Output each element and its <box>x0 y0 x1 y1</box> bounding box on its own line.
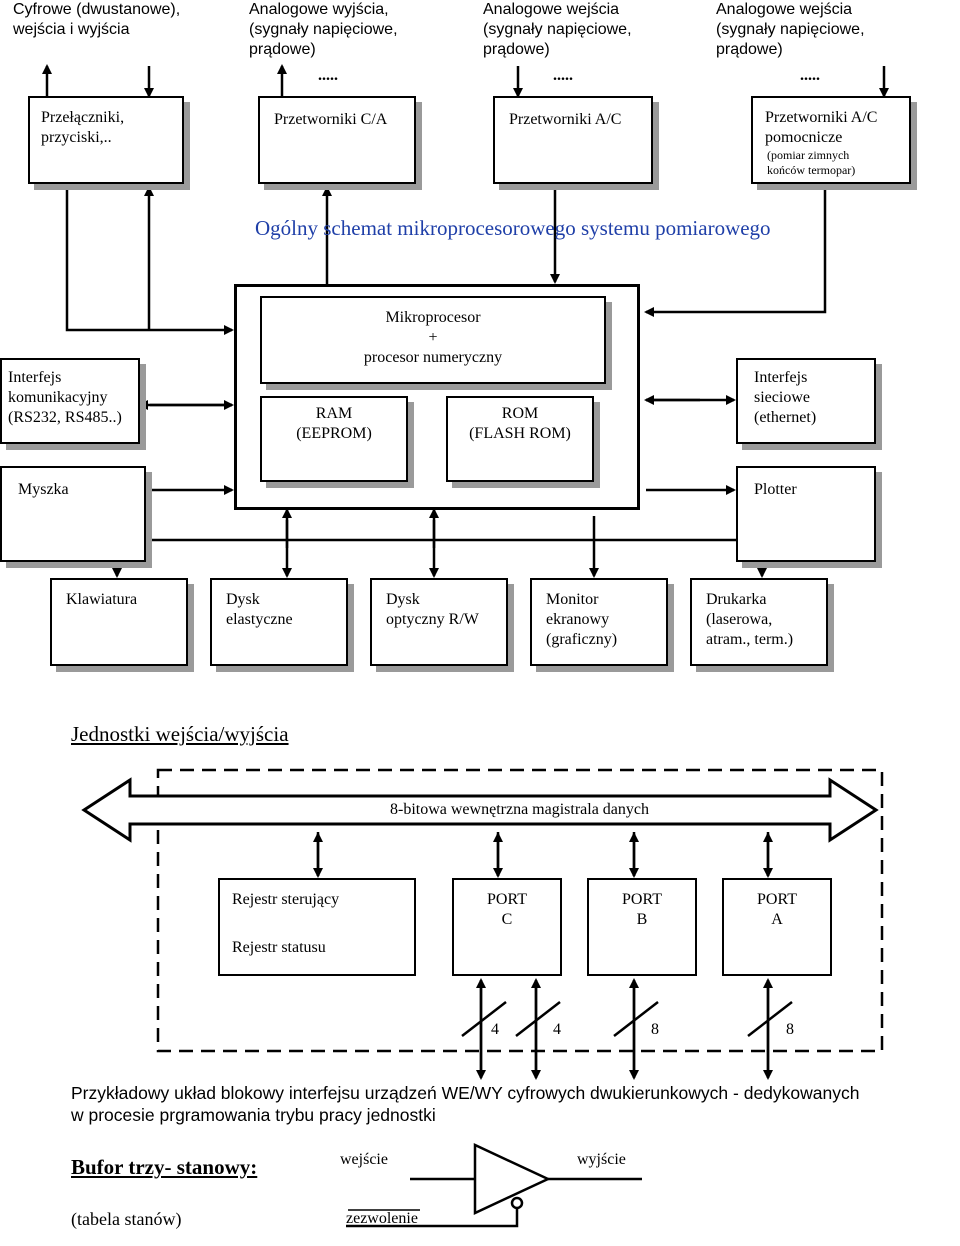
buffer-input-label: wejście <box>340 1151 388 1168</box>
bit-width-port-c-2: 4 <box>553 1021 561 1038</box>
dots-1: ..... <box>318 67 338 84</box>
bit-width-port-c-1: 4 <box>491 1021 499 1038</box>
io-heading: Jednostki wejścia/wyjścia <box>71 722 289 746</box>
buffer-enable-line <box>346 1208 519 1228</box>
keyboard-label: Klawiatura <box>66 591 138 608</box>
buffer-enable-bubble <box>510 1196 524 1210</box>
label-analog-in-1: Analogowe wejścia(sygnały napięciowe,prą… <box>483 1 632 58</box>
bit-width-port-b: 8 <box>651 1021 659 1038</box>
control-register-label: Rejestr sterujący <box>232 891 340 908</box>
buffer-triangle <box>473 1143 551 1215</box>
dots-2: ..... <box>553 67 573 84</box>
io-caption: Przykładowy układ blokowy interfejsu urz… <box>71 1083 860 1125</box>
status-register-label: Rejestr statusu <box>232 939 326 956</box>
bit-width-port-a: 8 <box>786 1021 794 1038</box>
dac-box: Przetworniki C/A <box>258 96 416 184</box>
adc-box: Przetworniki A/C <box>493 96 653 184</box>
cpu-label: Mikroprocesor+procesor numeryczny <box>363 309 503 366</box>
bus-label: 8-bitowa wewnętrzna magistrala danych <box>390 801 650 818</box>
buffer-note: (tabela stanów) <box>71 1209 182 1229</box>
mouse-box: Myszka <box>0 466 146 562</box>
rom-box: ROM(FLASH ROM) <box>446 396 594 482</box>
printer-label: Drukarka(laserowa,atram., term.) <box>706 591 794 648</box>
printer-box: Drukarka(laserowa,atram., term.) <box>690 578 828 666</box>
label-digital-io: Cyfrowe (dwustanowe),wejścia i wyjścia <box>13 1 181 38</box>
label-analog-in-2: Analogowe wejścia(sygnały napięciowe,prą… <box>716 1 865 58</box>
register-box: Rejestr sterujący Rejestr statusu <box>218 878 416 976</box>
adc-label: Przetworniki A/C <box>509 111 622 128</box>
keyboard-box: Klawiatura <box>50 578 188 666</box>
wire-switches-cpu <box>65 186 234 335</box>
label-analog-out: Analogowe wyjścia,(sygnały napięciowe,pr… <box>249 1 398 58</box>
buffer-output-label: wyjście <box>577 1151 626 1168</box>
buffer-heading: Bufor trzy- stanowy: <box>71 1155 258 1179</box>
ram-label: RAM(EEPROM) <box>296 405 372 442</box>
switches-box: Przełączniki,przyciski,.. <box>28 96 184 184</box>
plotter-label: Plotter <box>754 481 797 498</box>
plotter-box: Plotter <box>736 466 876 562</box>
cpu-box: Mikroprocesor+procesor numeryczny <box>260 296 606 384</box>
io-unit-frame <box>156 768 884 1053</box>
dots-3: ..... <box>800 67 820 84</box>
switches-label: Przełączniki,przyciski,.. <box>41 109 125 146</box>
rom-label: ROM(FLASH ROM) <box>469 405 571 442</box>
data-bus-arrow <box>81 777 879 843</box>
ram-box: RAM(EEPROM) <box>260 396 408 482</box>
diagram-title: Ogólny schemat mikroprocesorowego system… <box>255 216 771 240</box>
buffer-enable-label: zezwolenie <box>346 1210 418 1227</box>
wire-bottom-bus <box>115 538 764 546</box>
mouse-label: Myszka <box>18 481 69 498</box>
wire-adc-aux-cpu <box>644 188 827 317</box>
dac-label: Przetworniki C/A <box>274 111 388 128</box>
